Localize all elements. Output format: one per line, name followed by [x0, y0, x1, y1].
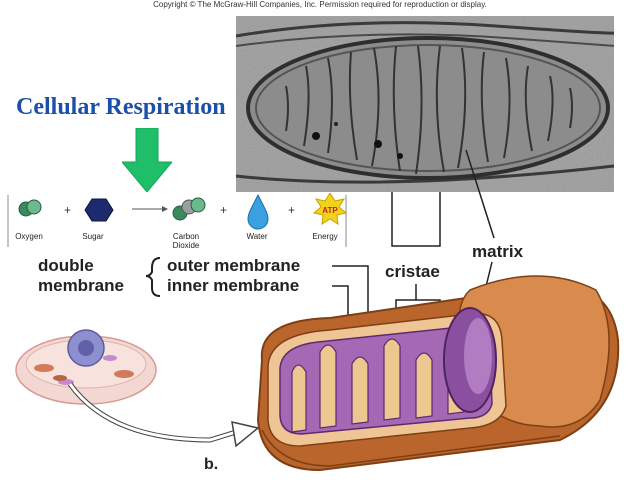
oxygen-molecule-icon [18, 199, 42, 217]
mitochondrion-micrograph [236, 16, 614, 192]
water-drop-icon [247, 193, 269, 230]
page-title: Cellular Respiration [16, 94, 226, 120]
sugar-hexagon-icon [84, 198, 114, 222]
down-arrow-icon [122, 128, 172, 192]
mitochondrion-3d-model [256, 275, 620, 472]
label-matrix: matrix [472, 242, 524, 261]
label-double: double [38, 256, 94, 275]
copyright-notice: Copyright © The McGraw-Hill Companies, I… [153, 0, 487, 9]
label-outer-membrane: outer membrane [167, 256, 301, 275]
plus-sign: + [64, 203, 71, 217]
respiration-equation: ATP + + + [6, 193, 348, 249]
equation-label-water: Water [246, 232, 268, 241]
atp-text: ATP [322, 206, 338, 215]
plus-sign: + [220, 203, 227, 217]
atp-burst-icon: ATP [312, 193, 348, 225]
equation-label-energy: Energy [312, 232, 338, 241]
label-inner-membrane: inner membrane [167, 276, 300, 295]
highlighted-mitochondrion [53, 375, 67, 381]
carbon-dioxide-molecule-icon [172, 197, 206, 221]
equation-label-sugar: Sugar [82, 232, 104, 241]
label-panel-b: b. [204, 456, 219, 473]
label-membrane: membrane [38, 276, 124, 295]
cell-illustration [15, 329, 157, 405]
label-cristae: cristae [385, 262, 440, 281]
equation-label-oxygen: Oxygen [15, 232, 43, 241]
plus-sign: + [288, 203, 295, 217]
